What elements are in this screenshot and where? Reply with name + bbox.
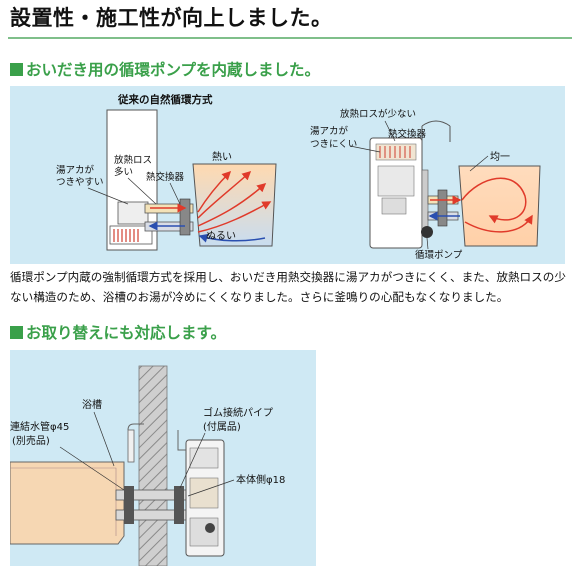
- left-heater-unit: [106, 109, 158, 251]
- replacement-diagram: 浴槽 連結水管φ45 (別売品) ゴム接続パイプ (付属品) 本体側φ18: [9, 365, 285, 567]
- label-connecting-pipe: 連結水管φ45: [10, 420, 69, 433]
- label-lukewarm: ぬるい: [206, 230, 236, 242]
- label-right-exchanger: 熱交換器: [388, 128, 427, 140]
- section1-heading-text: おいだき用の循環ポンプを内蔵しました。: [26, 61, 321, 79]
- label-left-loss: 放熱ロス: [114, 154, 152, 166]
- heater-unit-2: [177, 430, 225, 557]
- label-body-side: 本体側φ18: [236, 473, 285, 486]
- left-bathtub: [192, 163, 277, 247]
- label-right-akaga: 湯アカが: [310, 125, 349, 137]
- label-bathtub: 浴槽: [82, 398, 102, 411]
- diagram-panel-1: 従来の自然循環方式: [10, 86, 565, 264]
- section2-heading-text: お取り替えにも対応します。: [26, 324, 226, 342]
- label-uniform: 均一: [490, 151, 510, 163]
- title-divider: [8, 37, 572, 39]
- right-heater-unit: [369, 120, 451, 249]
- left-diagram-title: 従来の自然循環方式: [117, 93, 213, 106]
- circulation-diagram: 従来の自然循環方式: [56, 93, 541, 261]
- page-title: 設置性・施工性が向上しました。: [10, 6, 333, 30]
- section1-body: 循環ポンプ内蔵の強制循環方式を採用し、おいだき用熱交換器に湯アカがつきにくく、ま…: [10, 270, 566, 304]
- label-pump: 循環ポンプ: [415, 249, 463, 261]
- section2-heading: お取り替えにも対応します。: [10, 321, 226, 343]
- wall: [138, 365, 168, 567]
- label-connecting-pipe-note: (別売品): [12, 434, 50, 447]
- diagram-panel-2: 浴槽 連結水管φ45 (別売品) ゴム接続パイプ (付属品) 本体側φ18: [9, 350, 316, 567]
- label-left-akaga: 湯アカが: [56, 164, 95, 176]
- right-bathtub: [458, 165, 541, 247]
- square-bullet-icon: [10, 63, 23, 76]
- label-rubber-pipe-note: (付属品): [203, 420, 241, 433]
- square-bullet-icon: [10, 326, 23, 339]
- label-rubber-pipe: ゴム接続パイプ: [203, 406, 273, 419]
- label-left-exchanger: 熱交換器: [146, 171, 185, 183]
- section1-heading: おいだき用の循環ポンプを内蔵しました。: [10, 58, 320, 80]
- label-hot: 熱い: [212, 150, 232, 163]
- bathtub-shape: [9, 461, 125, 545]
- label-right-loss: 放熱ロスが少ない: [340, 108, 416, 120]
- left-pipes: [144, 198, 194, 236]
- label-left-loss2: 多い: [114, 166, 133, 178]
- right-pipes: [427, 189, 462, 227]
- label-left-akaga2: つきやすい: [56, 177, 104, 188]
- label-right-akaga2: つきにくい: [310, 139, 357, 150]
